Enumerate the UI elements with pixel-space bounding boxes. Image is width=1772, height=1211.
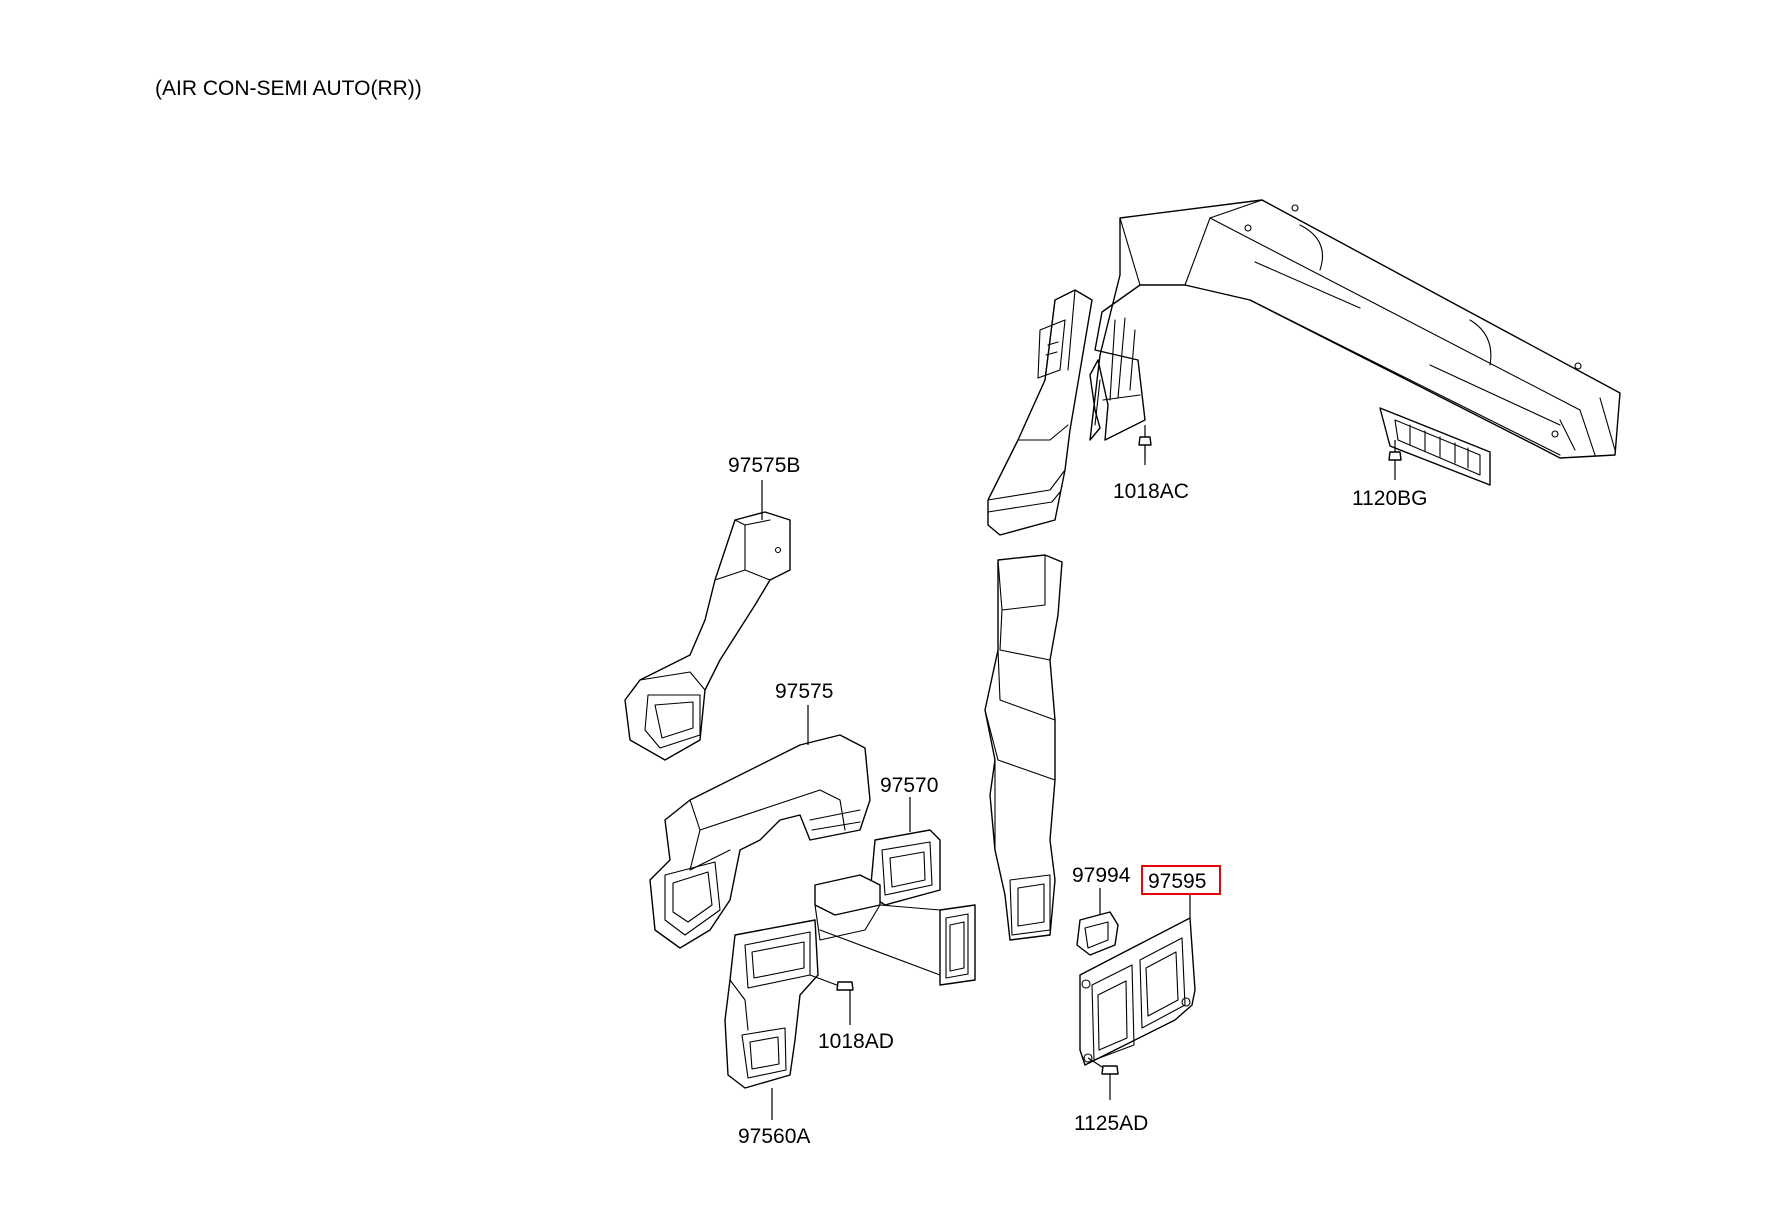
grille-1120bg — [1379, 407, 1491, 486]
duct-97575 — [649, 734, 871, 949]
vertical-duct-lower — [984, 554, 1063, 941]
label-97595: 97595 — [1148, 870, 1206, 893]
label-1125ad: 1125AD — [1074, 1112, 1148, 1135]
duct-97560a — [724, 919, 819, 1089]
highlight-box-97595 — [1141, 865, 1221, 895]
grommet-97994 — [1076, 911, 1119, 956]
plate-97595 — [1079, 917, 1196, 1066]
bolt-1125ad-icon — [1087, 1057, 1119, 1100]
overhead-duct — [1089, 199, 1621, 459]
vertical-duct-upper — [987, 289, 1093, 536]
duct-97575b — [624, 511, 791, 761]
label-1120bg: 1120BG — [1352, 487, 1428, 510]
duct-97570 — [814, 829, 976, 986]
label-97570: 97570 — [880, 774, 938, 797]
bolt-1018ac-icon — [1138, 425, 1152, 465]
label-97575b: 97575B — [728, 454, 800, 477]
label-1018ad: 1018AD — [818, 1030, 894, 1053]
label-97560a: 97560A — [738, 1125, 810, 1148]
label-97994: 97994 — [1072, 864, 1131, 887]
label-1018ac: 1018AC — [1113, 480, 1189, 503]
diagram-title: (AIR CON-SEMI AUTO(RR)) — [155, 77, 422, 100]
label-97575: 97575 — [775, 680, 833, 703]
bolt-1018ad-icon — [809, 974, 854, 1025]
